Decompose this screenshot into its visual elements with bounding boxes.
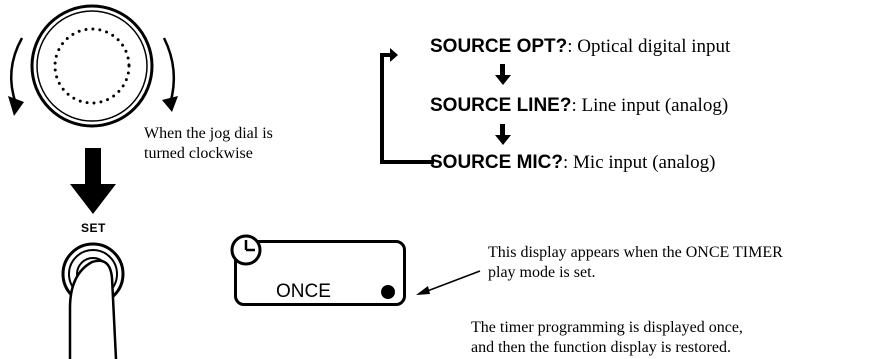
down-arrow-icon	[70, 148, 116, 214]
set-button-label: SET	[81, 221, 106, 235]
jog-dial-caption: When the jog dial is turned clockwise	[144, 124, 273, 164]
restore-note: The timer programming is displayed once,…	[471, 318, 743, 358]
source-description: Optical digital input	[577, 36, 731, 57]
source-option-opt: SOURCE OPT?: Optical digital input	[430, 36, 731, 57]
jog-dial-icon	[8, 4, 178, 128]
source-description: Line input (analog)	[581, 95, 729, 116]
pointer-arrow-icon	[416, 270, 481, 295]
display-text: ONCE	[276, 281, 331, 302]
source-label: SOURCE OPT?	[430, 36, 568, 57]
source-description: Mic input (analog)	[573, 152, 716, 173]
source-option-mic: SOURCE MIC?: Mic input (analog)	[430, 152, 716, 173]
record-dot-icon	[381, 285, 395, 299]
set-button[interactable]	[50, 238, 140, 359]
down-arrow-icon	[495, 64, 511, 85]
cycle-bracket-icon	[380, 48, 434, 164]
note-line: The timer programming is displayed once,	[471, 319, 743, 336]
note-line: This display appears when the ONCE TIMER	[488, 244, 783, 261]
display-note: This display appears when the ONCE TIMER…	[488, 243, 783, 283]
down-arrow-icon	[495, 124, 511, 145]
note-line: play mode is set.	[488, 264, 596, 281]
source-label: SOURCE LINE?	[430, 95, 572, 116]
caption-line: turned clockwise	[144, 145, 253, 162]
source-label: SOURCE MIC?	[430, 152, 563, 173]
source-option-line: SOURCE LINE?: Line input (analog)	[430, 95, 729, 116]
caption-line: When the jog dial is	[144, 125, 273, 142]
display-panel	[234, 240, 406, 306]
clock-icon	[230, 234, 262, 266]
note-line: and then the function display is restore…	[471, 339, 731, 356]
